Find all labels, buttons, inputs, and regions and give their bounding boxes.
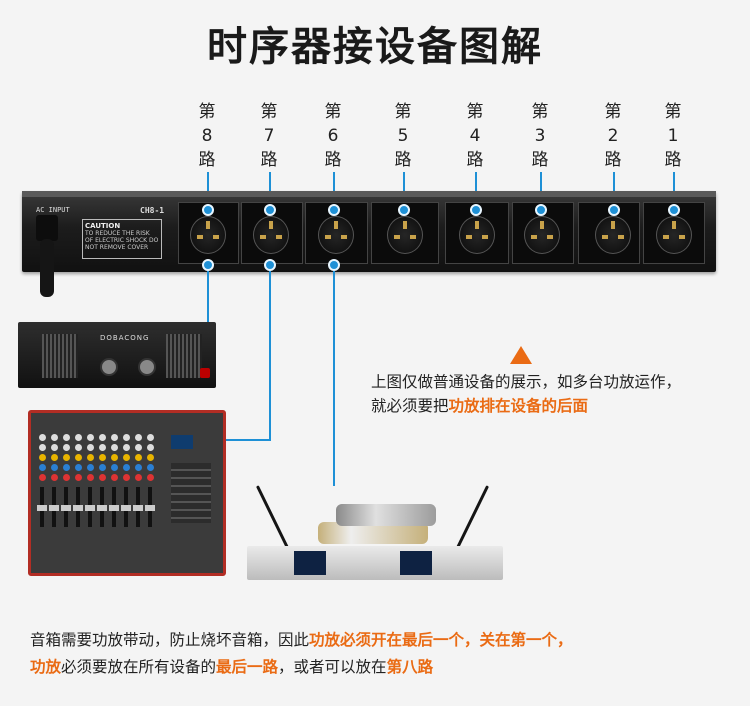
- power-cable: [36, 215, 58, 297]
- microphone-front: [336, 504, 436, 526]
- connection-dot: [668, 204, 680, 216]
- connection-dot: [608, 204, 620, 216]
- power-socket-7[interactable]: [253, 216, 289, 254]
- power-socket-2[interactable]: [595, 216, 631, 254]
- connector-line: [207, 172, 209, 208]
- note-line-2: 就必须要把功放排在设备的后面: [371, 397, 589, 415]
- connection-dot: [202, 204, 214, 216]
- amp-knob-left: [100, 358, 118, 376]
- connector-line: [403, 172, 405, 208]
- connection-dot: [535, 204, 547, 216]
- receiver-screen-b: [400, 551, 432, 575]
- amp-vent-right: [166, 334, 202, 378]
- wireless-receiver: [247, 546, 503, 580]
- note-line-1: 上图仅做普通设备的展示，如多台功放运作，: [371, 373, 682, 391]
- power-socket-3[interactable]: [524, 216, 560, 254]
- mixer-connection-line: [226, 439, 271, 441]
- caution-title: CAUTION: [85, 222, 121, 230]
- caution-text: TO REDUCE THE RISK OF ELECTRIC SHOCK DO …: [85, 230, 159, 251]
- connector-line: [475, 172, 477, 208]
- connection-dot: [398, 204, 410, 216]
- amp-vent-left: [42, 334, 78, 378]
- power-socket-4[interactable]: [459, 216, 495, 254]
- audio-mixer: [28, 410, 226, 576]
- amp-power-switch: [200, 368, 210, 378]
- power-socket-1[interactable]: [656, 216, 692, 254]
- connector-line: [540, 172, 542, 208]
- model-label: CH8-1: [140, 206, 165, 215]
- output-dot-7: [264, 259, 276, 271]
- power-socket-8[interactable]: [190, 216, 226, 254]
- mixer-connection-line: [269, 271, 271, 441]
- microphone-back: [318, 522, 428, 544]
- mixer-master-section: [171, 463, 211, 523]
- bottom-line-1: 音箱需要功放带动，防止烧坏音箱，因此功放必须开在最后一个，关在第一个，: [30, 631, 573, 649]
- amp-connection-line: [207, 271, 209, 323]
- note-text: 上图仅做普通设备的展示，如多台功放运作， 就必须要把功放排在设备的后面: [371, 370, 741, 418]
- bottom-instructions: 音箱需要功放带动，防止烧坏音箱，因此功放必须开在最后一个，关在第一个， 功放必须…: [30, 627, 740, 681]
- connection-dot: [264, 204, 276, 216]
- rack-top-edge: [22, 191, 716, 197]
- warning-triangle-icon: [510, 346, 532, 364]
- page-title: 时序器接设备图解: [207, 24, 543, 70]
- output-dot-6: [328, 259, 340, 271]
- mixer-display: [171, 435, 193, 449]
- output-dot-8: [202, 259, 214, 271]
- connector-line: [613, 172, 615, 208]
- receiver-screen-a: [294, 551, 326, 575]
- power-socket-6[interactable]: [318, 216, 354, 254]
- connection-dot: [470, 204, 482, 216]
- connector-line: [269, 172, 271, 208]
- ac-input-label: AC INPUT: [36, 206, 70, 214]
- connector-line: [333, 172, 335, 208]
- connector-line: [673, 172, 675, 208]
- amp-brand-label: DOBACONG: [100, 334, 150, 342]
- receiver-connection-line: [333, 271, 335, 486]
- connection-dot: [328, 204, 340, 216]
- bottom-line-2: 功放必须要放在所有设备的最后一路，或者可以放在第八路: [30, 658, 434, 676]
- power-socket-5[interactable]: [387, 216, 423, 254]
- amp-knob-right: [138, 358, 156, 376]
